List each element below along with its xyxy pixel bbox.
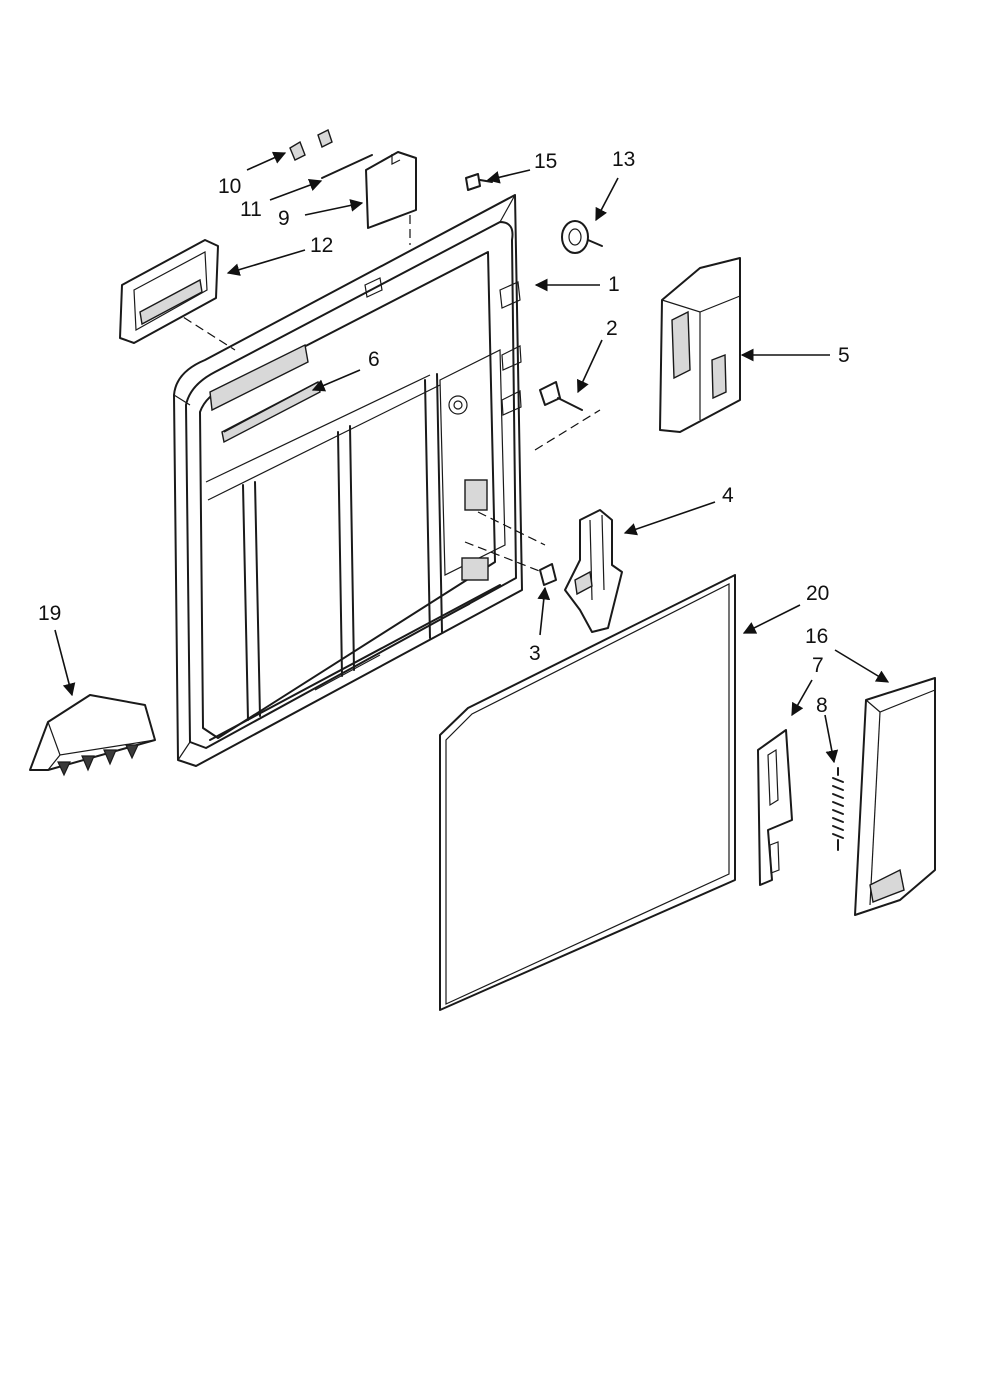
callout-2: 2 [606,317,618,340]
part-9-cover [365,151,417,229]
alignment-lines [171,215,601,573]
callout-6: 6 [368,348,380,371]
outer-door-panel [439,574,736,1011]
callout-16: 16 [805,625,828,648]
part-4-latch [564,509,623,633]
callout-19: 19 [38,602,61,625]
callout-labels: 1 2 3 4 5 6 7 8 9 10 11 12 13 15 16 19 2… [38,148,850,717]
part-6-strip [223,381,319,433]
part-10-connector [289,129,333,161]
callout-11: 11 [240,198,262,221]
part-7-bracket [757,729,793,886]
callout-7: 7 [812,654,824,677]
callout-12: 12 [310,234,333,257]
callout-1: 1 [608,273,620,296]
part-19-piece [29,694,156,777]
callout-13: 13 [612,148,635,171]
part-15-screw [465,173,493,191]
part-11-wire [321,154,373,179]
callout-5: 5 [838,344,850,367]
callout-10: 10 [218,175,241,198]
part-2-pin [539,381,583,411]
part-16-panel [854,677,936,916]
part-12-bracket [119,239,219,344]
callout-8: 8 [816,694,828,717]
callout-20: 20 [806,582,829,605]
callout-15: 15 [534,150,557,173]
callout-3: 3 [529,642,541,665]
part-5-switch [659,257,741,433]
callout-4: 4 [722,484,734,507]
callout-9: 9 [278,207,290,230]
door-inner-panel [173,194,523,767]
part-3-knob [539,563,557,586]
leader-arrows [54,151,890,764]
part-13-knob [561,220,603,254]
part-8-spring [832,767,844,851]
